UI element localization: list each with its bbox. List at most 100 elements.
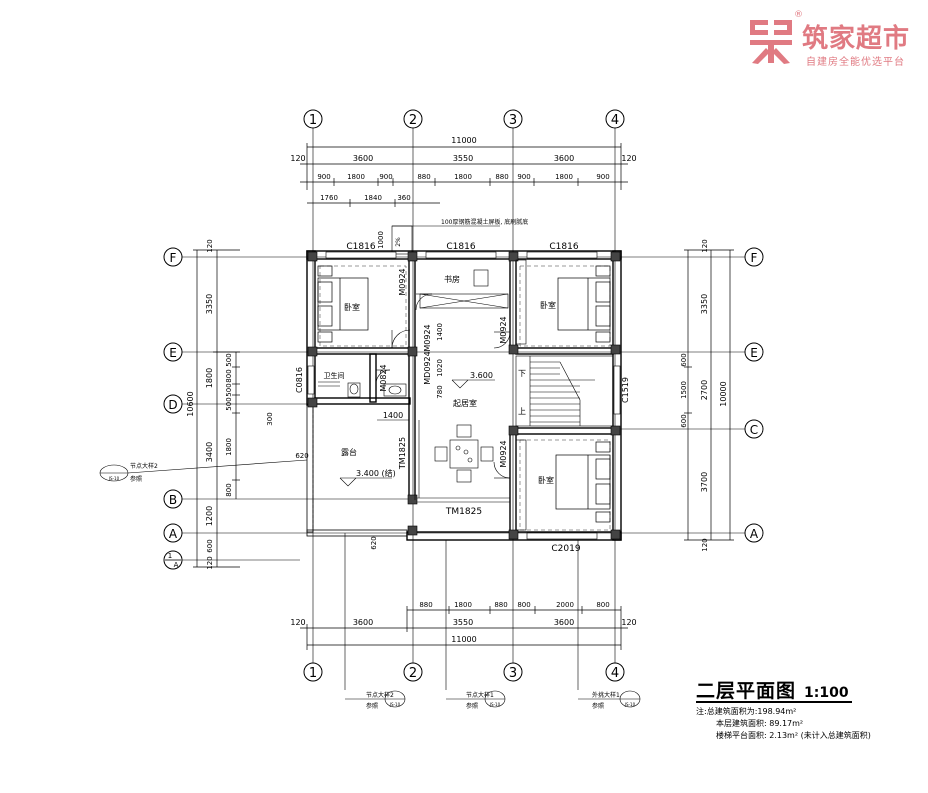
door-m0924-b: M0924 [423,324,432,351]
note-canopy: 100厚钢筋混凝土屏板, 底刷腻底 [441,218,528,226]
dim-top-s6: 880 [495,173,508,181]
dim-left-120-bottom: 120 [206,556,214,569]
bed-2 [519,265,611,347]
dim-canopy-1000: 1000 [377,231,385,249]
axis-2-top: 2 [409,113,417,128]
axis-4-top: 4 [611,113,619,128]
window-c1816-b: C1816 [446,242,475,252]
dim-left-1800: 1800 [205,368,214,388]
door-m0924-c: M0924 [499,316,508,343]
dim-bot-120-left: 120 [290,618,305,627]
stats-floor-area: 本层建筑面积: 89.17m² [716,719,804,728]
dim-top-bay2: 3550 [453,154,473,163]
room-bedroom-1: 卧室 [344,302,360,312]
dim-inner-1400b: 1400 [383,411,403,420]
elev-living: 3.600 [470,371,493,380]
dim-left-800b: 800 [225,483,233,496]
detail-callouts-bottom [344,533,641,708]
dim-top-total: 11000 [451,136,476,145]
dim-bot-bay1: 3600 [353,618,373,627]
dim-bot-s2: 1800 [454,601,472,609]
dim-bot-s3: 880 [494,601,507,609]
door-md0924: MD0924 [423,351,432,384]
stair-down: 下 [518,369,526,378]
axis-1-top: 1 [309,113,317,128]
dim-inner-1400a: 1400 [436,323,444,341]
elevation-markers [339,379,495,487]
dim-left-500b: 500 [225,383,233,396]
dim-inner-1020: 1020 [436,359,444,377]
window-c0816: C0816 [295,367,304,393]
detail-b2-sub: 参照 [466,702,478,710]
dim-bot-s1: 880 [419,601,432,609]
dimension-lines-top [300,143,628,207]
bathroom-fixtures [318,381,407,398]
detail-b1-code: JS-10 [389,702,401,707]
dim-left-1800b: 1800 [225,438,233,456]
stats-total-area: 注:总建筑面积为:198.94m² [696,707,797,716]
dim-bot-s4: 800 [517,601,530,609]
dim-bot-s5: 2000 [556,601,574,609]
detail-left-code: JS-10 [108,476,120,481]
axis-bubbles-right [744,247,764,543]
dimension-lines-bottom [300,606,628,650]
room-living: 起居室 [453,398,477,408]
dim-right-600b: 600 [680,414,688,427]
brand-mark-icon [750,20,792,64]
title-underline [696,701,852,703]
dim-top-bay3: 3600 [554,154,574,163]
elev-terrace: 3.400 (结) [356,468,396,478]
dim-right-3700: 3700 [700,472,709,492]
room-bedroom-2: 卧室 [540,300,556,310]
axis-A-left: A [169,527,178,541]
dimension-lines-left [193,249,240,568]
dim-left-500c: 500 [225,397,233,410]
axis-E-left: E [169,346,177,360]
dim-top-s8: 1800 [555,173,573,181]
dim-top-s4: 880 [417,173,430,181]
axis-lines [182,128,745,663]
dim-bot-s6: 800 [596,601,609,609]
exterior-walls [306,250,622,541]
brand-name: 筑家超市 [802,24,911,54]
windows [307,251,621,540]
dim-right-2700: 2700 [700,380,709,400]
axis-E-right: E [750,346,758,360]
detail-b3-label: 外挑大样1 [592,691,620,699]
registered-mark: ® [794,10,803,20]
wardrobe [515,259,527,531]
stair-up: 上 [518,407,526,416]
detail-b1-sub: 参照 [366,702,378,710]
dim-left-3350: 3350 [205,294,214,314]
dim-right-120-bottom: 120 [701,538,709,551]
dim-bot-bay2: 3550 [453,618,473,627]
dim-top-t1: 1760 [320,194,338,202]
window-c1519: C1519 [621,377,630,403]
axis-bubbles-top [303,109,625,129]
detail-b2-label: 节点大样1 [466,691,494,699]
dim-right-3350: 3350 [700,294,709,314]
stats-stair-area: 楼梯平台面积: 2.13m² (未计入总建筑面积) [716,731,871,740]
dim-left-10600: 10600 [186,391,195,416]
study-desk [419,269,509,309]
axis-A-right: A [750,527,759,541]
dim-top-s1: 900 [317,173,330,181]
drawing-scale: 1:100 [804,685,849,701]
detail-left-sub: 参照 [130,475,142,483]
window-c2019: C2019 [551,544,580,554]
axis-D-left: D [168,398,177,412]
dim-top-t2: 1840 [364,194,382,202]
window-c1816-a: C1816 [346,242,375,252]
door-tm1825-vertical: TM1825 [398,437,407,470]
dim-top-bay1: 3600 [353,154,373,163]
dim-left-600: 600 [206,539,214,552]
detail-left-label: 节点大样2 [130,462,158,470]
dim-canopy-slope: 2% [395,237,402,247]
room-bedroom-3: 卧室 [538,475,554,485]
dim-left-300: 300 [266,412,274,425]
dim-right-1500: 1500 [680,381,688,399]
dim-inner-620b: 620 [370,536,378,549]
dining-table [434,424,494,483]
room-terrace: 露台 [341,447,357,457]
brand-logo: ® 筑家超市 自建房全能优选平台 [748,10,928,70]
